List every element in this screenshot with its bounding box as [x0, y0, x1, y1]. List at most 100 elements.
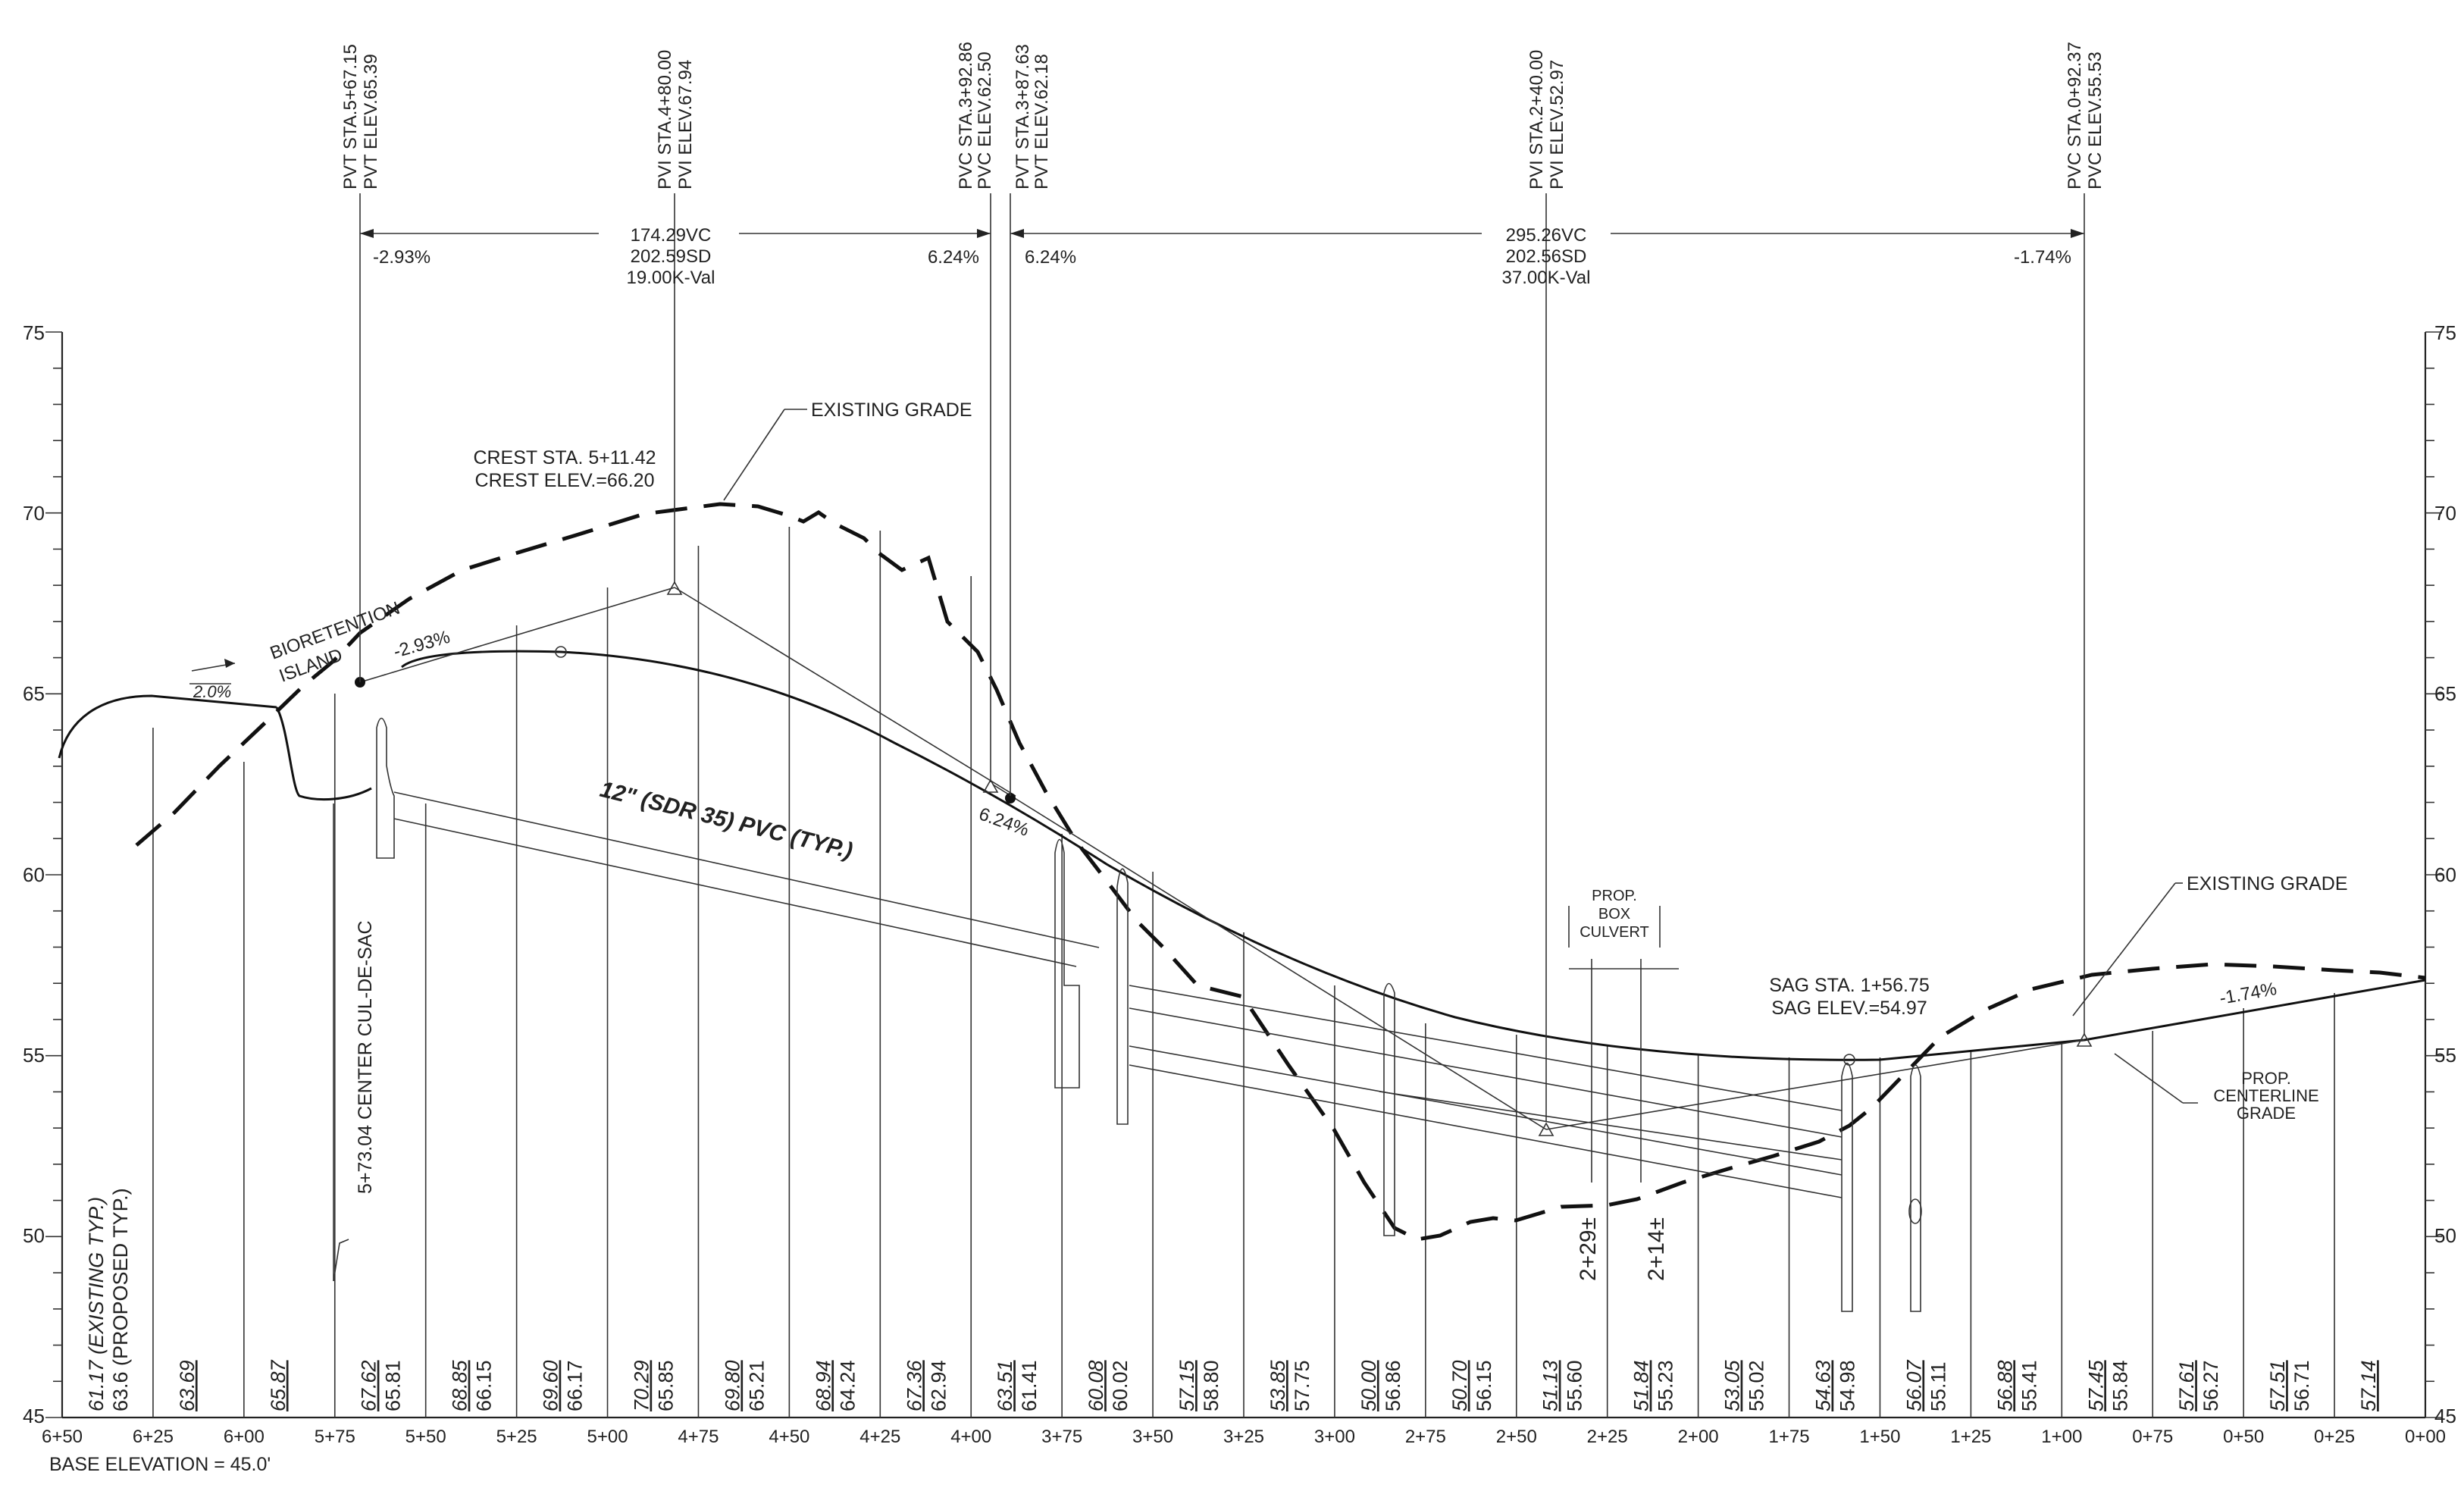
proposed-elevation-label: 56.86: [1382, 1360, 1404, 1411]
existing-elevation-label: 68.85: [449, 1359, 471, 1411]
pvt2-line2: PVT ELEV.62.18: [1032, 54, 1052, 190]
crest-marker: [555, 646, 567, 658]
elev-tick-50-right: 50: [2434, 1224, 2456, 1247]
existing-elevation-label: 54.63: [1812, 1360, 1835, 1411]
elev-tick-55: 55: [23, 1044, 45, 1067]
station-grid-lines: [152, 527, 2335, 1418]
curve2-grade-out: -1.74%: [2014, 247, 2071, 268]
curve2-k: 37.00K-Val: [1502, 268, 1591, 288]
crest-elev-label: CREST ELEV.=66.20: [475, 470, 655, 491]
pvi2-line2: PVI ELEV.52.97: [1547, 60, 1567, 190]
box-culvert-label-2: BOX: [1598, 906, 1630, 923]
pvi-triangle-1: [666, 581, 683, 595]
existing-elevation-label: 57.45: [2084, 1359, 2107, 1411]
station-label: 5+00: [587, 1427, 628, 1447]
station-label: 5+75: [315, 1427, 355, 1447]
existing-grade-line: [135, 502, 2426, 1242]
curve2-sd: 202.56SD: [1506, 246, 1587, 267]
proposed-elevation-label: 55.11: [1927, 1361, 1949, 1411]
curve1-sd: 202.59SD: [631, 246, 712, 267]
grade-2pct-label: 2.0%: [193, 682, 231, 701]
existing-elevation-label: 63.69: [176, 1360, 199, 1411]
station-label: 2+50: [1496, 1427, 1537, 1447]
annotations: EXISTING GRADE CREST STA. 5+11.42 CREST …: [189, 399, 2348, 1282]
existing-elevation-label: 65.87: [267, 1359, 290, 1411]
elev-tick-60-right: 60: [2434, 863, 2456, 886]
proposed-elevation-label: 65.21: [745, 1360, 768, 1411]
proposed-grade-line: [58, 694, 277, 759]
station-label: 3+25: [1223, 1427, 1264, 1447]
pvc-triangle-1: [982, 778, 999, 793]
station-label: 1+00: [2041, 1427, 2082, 1447]
proposed-elevation-label: 56.27: [2199, 1360, 2222, 1411]
station-label: 6+00: [224, 1427, 265, 1447]
station-label: 0+00: [2405, 1427, 2446, 1447]
tangent-lines: [359, 587, 2085, 1130]
pvc-triangle-2: [2076, 1032, 2093, 1047]
proposed-elevation-label: 63.6 (PROPOSED TYP.): [109, 1188, 132, 1411]
proposed-elevation-label: 60.02: [1109, 1360, 1132, 1411]
station-label: 3+00: [1314, 1427, 1355, 1447]
existing-elevation-label: 51.13: [1539, 1360, 1562, 1411]
curve2-grade-in: 6.24%: [1025, 247, 1076, 268]
proposed-elevation-label: 62.94: [927, 1360, 950, 1411]
pvi-triangle-2: [1538, 1122, 1554, 1136]
existing-elevation-label: 56.88: [1993, 1360, 2016, 1411]
pvc2-line1: PVC STA.0+92.37: [2065, 42, 2085, 190]
elev-tick-75-right: 75: [2434, 321, 2456, 344]
existing-elevation-label: 68.94: [812, 1360, 834, 1411]
crest-sta-label: CREST STA. 5+11.42: [473, 447, 656, 468]
existing-grade-label-1: EXISTING GRADE: [811, 399, 972, 421]
existing-elevation-label: 56.07: [1902, 1359, 1925, 1411]
existing-elevation-label: 57.61: [2175, 1360, 2198, 1411]
pipe-label: 12" (SDR 35) PVC (TYP.): [597, 777, 855, 864]
elev-tick-55-right: 55: [2434, 1044, 2456, 1067]
station-label: 1+25: [1950, 1427, 1991, 1447]
elev-tick-70: 70: [23, 502, 45, 525]
proposed-elevation-label: 66.17: [564, 1360, 587, 1411]
station-label: 3+50: [1132, 1427, 1173, 1447]
proposed-elevation-label: 58.80: [1200, 1360, 1223, 1411]
curve2-vc: 295.26VC: [1506, 225, 1587, 246]
proposed-vertical-curve: [401, 650, 2426, 1061]
station-label: 0+75: [2132, 1427, 2173, 1447]
existing-elevation-label: 70.29: [631, 1360, 653, 1411]
elev-tick-65: 65: [23, 682, 45, 705]
existing-elevation-label: 50.00: [1357, 1360, 1380, 1411]
proposed-elevation-label: 54.98: [1836, 1360, 1859, 1411]
elev-tick-50: 50: [23, 1224, 45, 1247]
manholes: [376, 717, 1922, 1312]
proposed-elevation-label: 55.41: [2018, 1360, 2040, 1411]
existing-elevation-label: 53.85: [1266, 1359, 1289, 1411]
vertical-curve-1-dim: -2.93% 6.24% 174.29VC 202.59SD 19.00K-Va…: [360, 225, 991, 288]
left-elevation-labels: 75 70 65 60 55 50 45: [23, 321, 45, 1427]
storm-pipes: [393, 791, 1843, 1198]
existing-elevation-label: 51.84: [1630, 1360, 1653, 1411]
bottom-elevation-labels: 61.17 (EXISTING TYP.)63.6 (PROPOSED TYP.…: [85, 1188, 2380, 1411]
existing-elevation-label: 63.51: [994, 1360, 1016, 1411]
pvi1-line2: PVI ELEV.67.94: [675, 60, 696, 190]
station-label: 0+50: [2223, 1427, 2264, 1447]
elev-tick-70-right: 70: [2434, 502, 2456, 525]
grade-neg174-label: -1.74%: [2218, 979, 2278, 1009]
pvi1-line1: PVI STA.4+80.00: [655, 50, 675, 190]
existing-elevation-label: 57.51: [2266, 1360, 2289, 1411]
curve1-grade-out: 6.24%: [928, 247, 979, 268]
proposed-elevation-label: 66.15: [473, 1360, 496, 1411]
centerline-label-1: PROP.: [2241, 1069, 2291, 1088]
pvi-markers: [355, 581, 2093, 1136]
elev-tick-45: 45: [23, 1405, 45, 1427]
culvert-sta-a: 2+29±: [1576, 1217, 1601, 1281]
existing-grade-label-2: EXISTING GRADE: [2187, 873, 2348, 894]
pvc1-line2: PVC ELEV.62.50: [975, 52, 995, 190]
station-label: 4+75: [678, 1427, 719, 1447]
pvt1-line1: PVT STA.5+67.15: [340, 44, 361, 190]
proposed-elevation-label: 61.41: [1018, 1360, 1041, 1411]
station-label: 4+25: [859, 1427, 900, 1447]
proposed-elevation-label: 65.81: [382, 1360, 405, 1411]
box-culvert-label-1: PROP.: [1592, 888, 1637, 904]
pvt2-line1: PVT STA.3+87.63: [1013, 44, 1033, 190]
station-label: 3+75: [1041, 1427, 1082, 1447]
centerline-label-3: GRADE: [2237, 1104, 2296, 1123]
